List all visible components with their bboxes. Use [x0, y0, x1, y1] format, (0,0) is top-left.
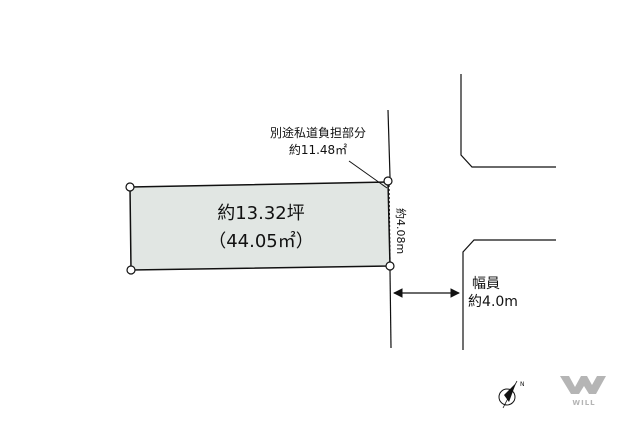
road-width-title: 幅員 — [472, 276, 500, 292]
road-boundary-left — [389, 269, 392, 349]
lot-corner-marker — [126, 265, 136, 275]
frontage-dotted-line — [388, 184, 391, 263]
block-outline-top — [460, 74, 556, 168]
block-outline-bottom — [462, 239, 556, 350]
road-width-value: 約4.0m — [468, 294, 518, 310]
north-arrow-icon: N — [498, 380, 525, 409]
road-boundary-left — [387, 109, 391, 178]
lot-area-tsubo: 約13.32坪 — [217, 203, 305, 224]
lot-corner-marker — [385, 261, 395, 271]
lot-corner-marker — [125, 182, 135, 192]
private-road-label-line2: 約11.48㎡ — [289, 142, 347, 157]
leader-line — [348, 160, 388, 189]
will-logo: WILL — [560, 376, 606, 407]
north-label: N — [520, 381, 525, 388]
lot-polygon — [129, 181, 391, 271]
frontage-label: 約4.08m — [394, 208, 408, 254]
logo-text: WILL — [572, 399, 595, 407]
lot-area-m2: （44.05㎡） — [208, 230, 314, 252]
lot-corner-marker — [383, 176, 393, 186]
private-road-label-line1: 別途私道負担部分 — [270, 125, 366, 140]
